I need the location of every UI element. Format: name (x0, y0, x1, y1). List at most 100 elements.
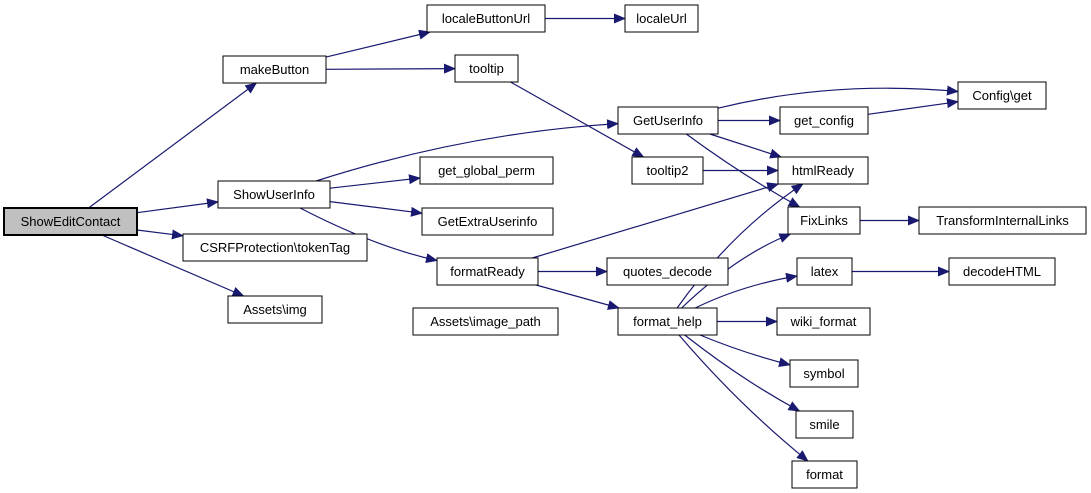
edge-format-help-to-symbol (699, 334, 791, 368)
edge-showuserinfo-to-formatready (299, 207, 438, 264)
node-box[interactable] (777, 156, 869, 185)
node-label: get_config (794, 113, 854, 128)
node-label: get_global_perm (438, 163, 535, 178)
node-box[interactable] (617, 307, 718, 336)
node-box[interactable] (227, 295, 323, 324)
node-showuserinfo[interactable]: ShowUserInfo (217, 180, 331, 209)
node-box[interactable] (421, 207, 554, 236)
node-box[interactable] (631, 156, 704, 185)
edge-showeditcontact-to-makebutton (88, 82, 258, 209)
node-latex[interactable]: latex (796, 257, 853, 286)
node-box[interactable] (779, 106, 869, 135)
edge-tooltip-to-tooltip2 (510, 81, 645, 158)
node-box[interactable] (624, 4, 699, 33)
node-label: wiki_format (790, 314, 857, 329)
node-label: FixLinks (800, 213, 848, 228)
node-label: formatReady (450, 264, 525, 279)
node-box[interactable] (617, 106, 719, 135)
edge-showuserinfo-to-getextrauserinfo (329, 201, 423, 217)
node-box[interactable] (606, 257, 729, 286)
node-makebutton[interactable]: makeButton (222, 55, 327, 84)
node-box[interactable] (787, 206, 861, 235)
node-showeditcontact: ShowEditContact (3, 207, 138, 236)
node-box[interactable] (957, 81, 1047, 110)
node-label: quotes_decode (623, 264, 712, 279)
node-box[interactable] (918, 206, 1087, 235)
edge-format-help-to-format (678, 334, 809, 462)
node-htmlready[interactable]: htmlReady (777, 156, 869, 185)
node-box[interactable] (948, 257, 1056, 286)
node-tooltip[interactable]: tooltip (454, 54, 519, 83)
node-label: latex (811, 264, 839, 279)
node-box[interactable] (419, 156, 554, 185)
node-localeurl[interactable]: localeUrl (624, 4, 699, 33)
node-label: Assets\img (243, 302, 307, 317)
node-get-config[interactable]: get_config (779, 106, 869, 135)
node-box[interactable] (412, 307, 559, 336)
edge-showeditcontact-to-showuserinfo (136, 198, 219, 214)
node-assets-img[interactable]: Assets\img (227, 295, 323, 324)
node-box[interactable] (436, 257, 539, 286)
edge-format-help-to-smile (684, 334, 801, 412)
node-box[interactable] (454, 54, 519, 83)
edge-format-help-to-fixlinks (681, 233, 792, 309)
node-format-help[interactable]: format_help (617, 307, 718, 336)
edge-formatready-to-htmlready (532, 182, 780, 259)
node-formatready[interactable]: formatReady (436, 257, 539, 286)
node-label: makeButton (240, 62, 309, 77)
edge-makebutton-to-tooltip (325, 63, 456, 74)
node-label: smile (809, 417, 839, 432)
edge-get-config-to-config-get (867, 98, 959, 115)
edge-showeditcontact-to-assets-img (101, 234, 245, 297)
node-box (3, 207, 138, 236)
node-box[interactable] (222, 55, 327, 84)
node-symbol[interactable]: symbol (789, 359, 859, 388)
node-box[interactable] (791, 460, 858, 489)
node-get-global-perm[interactable]: get_global_perm (419, 156, 554, 185)
node-label: decodeHTML (963, 264, 1041, 279)
node-getuserinfo[interactable]: GetUserInfo (617, 106, 719, 135)
node-config-get[interactable]: Config\get (957, 81, 1047, 110)
node-quotes-decode[interactable]: quotes_decode (606, 257, 729, 286)
node-wiki-format[interactable]: wiki_format (776, 307, 871, 336)
node-format[interactable]: format (791, 460, 858, 489)
edge-formatready-to-format-help (535, 284, 620, 310)
edge-getuserinfo-to-htmlready (709, 133, 783, 159)
node-box[interactable] (795, 410, 854, 439)
node-label: TransformInternalLinks (936, 213, 1069, 228)
node-tooltip2[interactable]: tooltip2 (631, 156, 704, 185)
node-localebuttonurl[interactable]: localeButtonUrl (426, 4, 546, 33)
node-smile[interactable]: smile (795, 410, 854, 439)
node-assets-image-path[interactable]: Assets\image_path (412, 307, 559, 336)
node-box[interactable] (796, 257, 853, 286)
node-label: htmlReady (792, 163, 855, 178)
node-label: CSRFProtection\tokenTag (200, 240, 350, 255)
node-label: ShowEditContact (21, 214, 121, 229)
node-box[interactable] (217, 180, 331, 209)
node-label: tooltip2 (647, 163, 689, 178)
node-label: format (806, 467, 843, 482)
node-getextrauserinfo[interactable]: GetExtraUserinfo (421, 207, 554, 236)
node-label: ShowUserInfo (233, 187, 315, 202)
node-layer: ShowEditContact makeButton localeButtonUrl… (3, 4, 1087, 489)
node-fixlinks[interactable]: FixLinks (787, 206, 861, 235)
node-label: Assets\image_path (430, 314, 541, 329)
node-decodehtml[interactable]: decodeHTML (948, 257, 1056, 286)
node-box[interactable] (182, 233, 368, 262)
node-label: format_help (633, 314, 702, 329)
edge-format-help-to-htmlready (676, 183, 804, 309)
node-label: symbol (803, 366, 844, 381)
edge-layer (88, 13, 959, 462)
node-transforminternallinks[interactable]: TransformInternalLinks (918, 206, 1087, 235)
node-box[interactable] (776, 307, 871, 336)
edge-getuserinfo-to-config-get (717, 85, 959, 109)
node-label: GetExtraUserinfo (438, 214, 538, 229)
node-box[interactable] (426, 4, 546, 33)
edge-makebutton-to-localebuttonurl (325, 29, 431, 58)
node-box[interactable] (789, 359, 859, 388)
edge-format-help-to-latex (694, 272, 798, 309)
node-csrfprotection-tokentag[interactable]: CSRFProtection\tokenTag (182, 233, 368, 262)
node-label: tooltip (469, 61, 504, 76)
